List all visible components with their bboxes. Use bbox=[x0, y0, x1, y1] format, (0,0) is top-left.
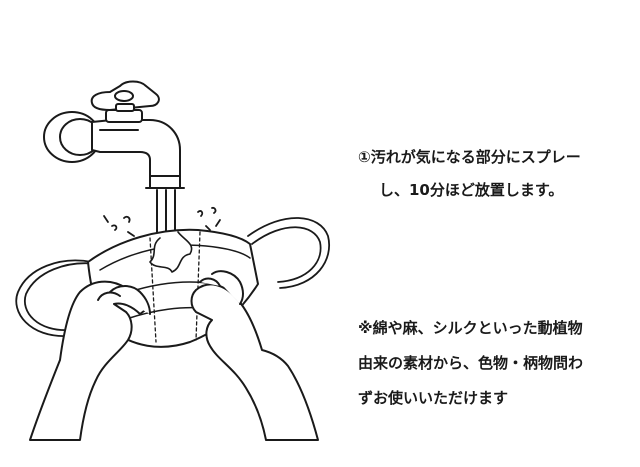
faucet-washing-mask-icon bbox=[15, 80, 330, 441]
step-instruction-line1: ①汚れが気になる部分にスプレー bbox=[358, 148, 581, 166]
left-hand bbox=[29, 280, 151, 441]
right-hand bbox=[190, 270, 319, 441]
material-note-line2: 由来の素材から、色物・柄物問わ bbox=[358, 354, 584, 372]
step-instruction: ①汚れが気になる部分にスプレー し、10分ほど放置します。 bbox=[358, 141, 628, 207]
material-note-line3: ずお使いいただけます bbox=[358, 389, 509, 407]
faucet-body bbox=[91, 109, 185, 189]
step-instruction-line2: し、10分ほど放置します。 bbox=[379, 181, 564, 199]
water-splash bbox=[103, 206, 221, 237]
material-note: ※綿や麻、シルクといった動植物 由来の素材から、色物・柄物問わ ずお使いいただけ… bbox=[358, 311, 633, 416]
material-note-line1: ※綿や麻、シルクといった動植物 bbox=[358, 319, 583, 337]
faucet-handle bbox=[90, 80, 160, 112]
